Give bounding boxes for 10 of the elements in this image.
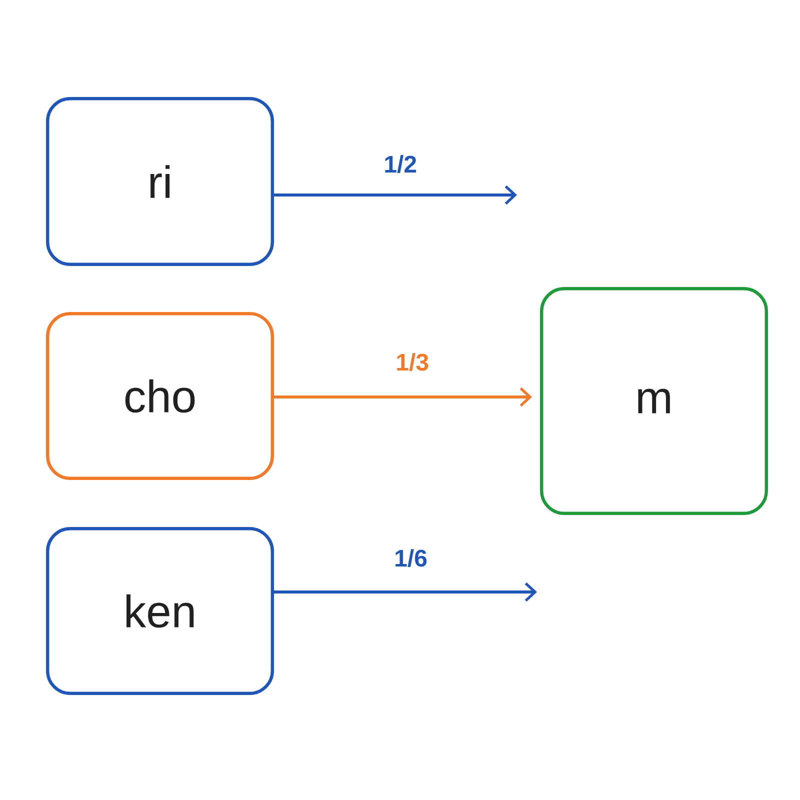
node-box: ken [46, 527, 274, 695]
arrow [274, 582, 537, 602]
arrow [274, 387, 532, 407]
node-box: m [540, 287, 768, 515]
node-box: ri [46, 97, 274, 266]
edge-label: 1/3 [394, 352, 430, 372]
node-box: cho [46, 312, 274, 480]
edge-label: 1/2 [382, 154, 418, 174]
edge-label: 1/6 [392, 548, 429, 568]
arrow [274, 185, 517, 205]
